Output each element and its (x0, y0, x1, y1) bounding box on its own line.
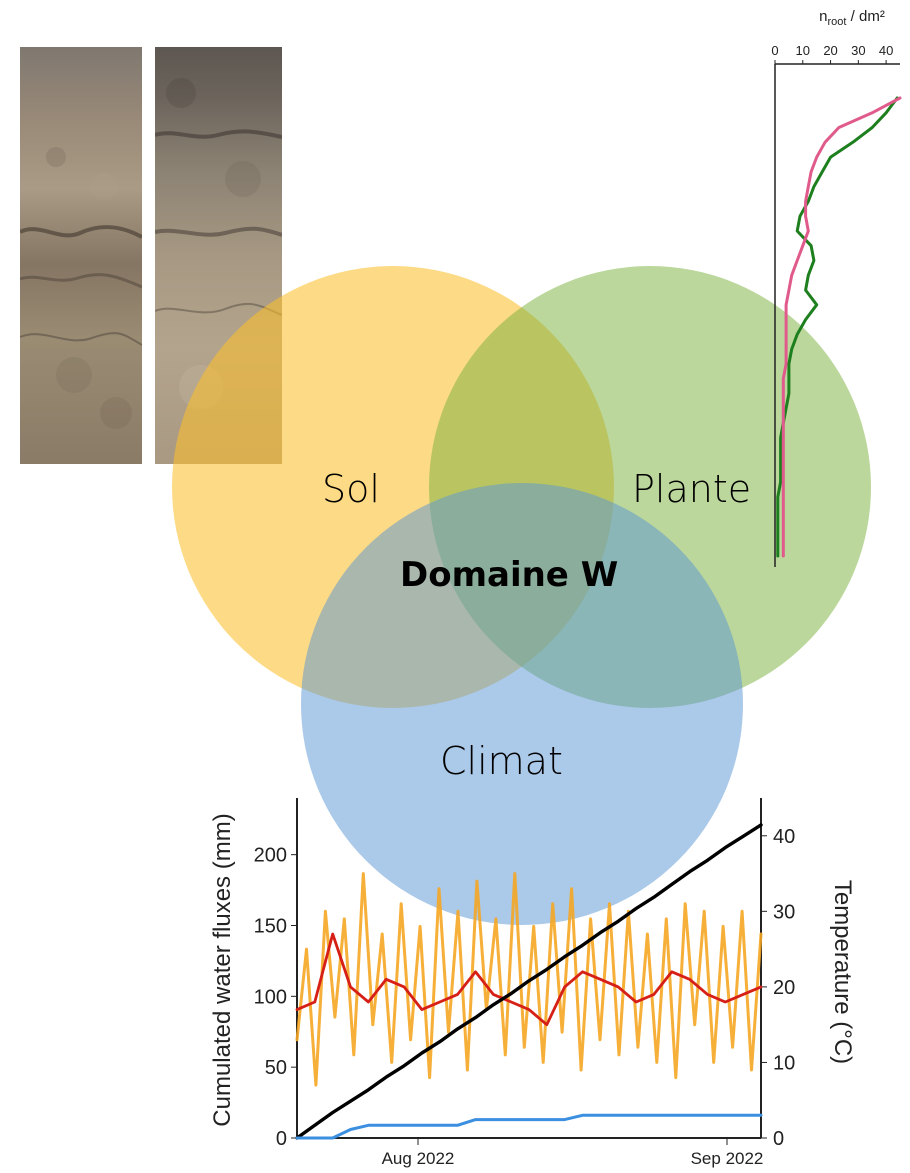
climate-left-tick-label: 50 (265, 1057, 287, 1079)
root-chart-tick-label: 40 (879, 43, 893, 58)
venn-label-domain: Domaine W (400, 555, 619, 595)
root-chart-tick-label: 20 (823, 43, 837, 58)
climate-series-3 (295, 932, 763, 1027)
climate-left-tick-label: 0 (276, 1128, 287, 1150)
soil-profile-photo-left (20, 47, 142, 464)
root-series-1 (776, 96, 899, 558)
climate-x-tick-label: Aug 2022 (382, 1149, 455, 1168)
climate-left-tick-label: 150 (254, 916, 287, 938)
root-density-chart: 0 10 20 30 40 nroot / dm² (771, 8, 902, 567)
venn-label-plante: Plante (632, 467, 752, 511)
root-chart-tick-label: 0 (771, 43, 778, 58)
root-chart-tick-label: 30 (851, 43, 865, 58)
root-series-2 (781, 96, 902, 558)
climate-right-tick-label: 20 (773, 977, 795, 999)
climate-left-tick-label: 200 (254, 845, 287, 867)
climate-left-tick-label: 100 (254, 986, 287, 1008)
climate-right-tick-label: 30 (773, 901, 795, 923)
climate-right-tick-label: 0 (773, 1128, 784, 1150)
root-chart-axis-label: nroot / dm² (819, 8, 885, 28)
climate-series-2 (295, 1113, 763, 1140)
root-chart-tick-label: 10 (796, 43, 810, 58)
venn-label-sol: Sol (322, 467, 380, 511)
climate-series-4 (295, 872, 763, 1087)
venn-label-climat: Climat (440, 739, 563, 783)
climate-left-axis-label: Cumulated water fluxes (mm) (209, 813, 236, 1126)
climate-series-1 (295, 823, 763, 1140)
climate-right-tick-label: 40 (773, 826, 795, 848)
climate-x-tick-label: Sep 2022 (691, 1149, 764, 1168)
soil-profile-photo-right (155, 47, 282, 464)
climate-right-tick-label: 10 (773, 1052, 795, 1074)
climate-right-axis-label: Temperature (°C) (829, 880, 856, 1064)
